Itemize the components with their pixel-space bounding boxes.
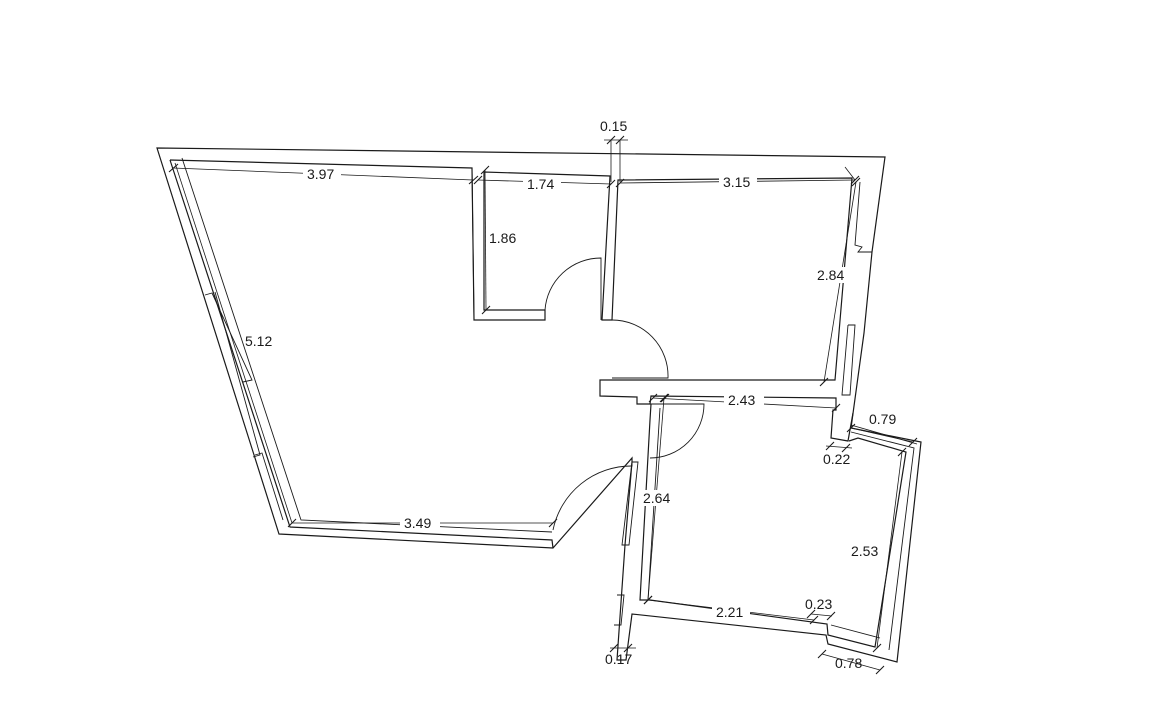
dim-label-2-64: 2.64 <box>643 490 670 506</box>
dim-label-1-74: 1.74 <box>527 176 554 192</box>
outer-wall <box>156 147 922 663</box>
dim-label-0-15: 0.15 <box>600 118 627 134</box>
dimension-labels: 3.97 1.74 0.15 3.15 1.86 2.84 5.12 2.43 … <box>245 118 896 671</box>
dim-label-0-79: 0.79 <box>869 411 896 427</box>
inner-wall-left-side <box>169 159 554 549</box>
door-lower-room <box>649 403 705 459</box>
dim-label-3-15: 3.15 <box>723 174 750 190</box>
window-left-2 <box>254 452 284 521</box>
inner-wall-left-side-face <box>181 157 553 533</box>
door-right-room <box>611 319 669 379</box>
dim-label-2-21: 2.21 <box>716 604 743 620</box>
dim-label-0-23: 0.23 <box>805 596 832 612</box>
dim-label-0-17: 0.17 <box>605 651 632 667</box>
dim-label-2-84: 2.84 <box>817 267 844 283</box>
lower-room-wall <box>639 403 907 648</box>
window-left-1 <box>204 291 261 458</box>
lower-room-inner-face <box>647 407 918 651</box>
dimension-lines <box>168 135 918 675</box>
dim-label-2-43: 2.43 <box>728 392 755 408</box>
dim-label-2-53: 2.53 <box>851 543 878 559</box>
dim-label-3-97: 3.97 <box>307 166 334 182</box>
dim-label-3-49: 3.49 <box>404 515 431 531</box>
dim-label-0-22: 0.22 <box>823 451 850 467</box>
dim-label-1-86: 1.86 <box>489 230 516 246</box>
dim-label-0-78: 0.78 <box>835 655 862 671</box>
door-wc <box>544 257 602 320</box>
door-entrance <box>552 458 633 531</box>
dim-label-5-12: 5.12 <box>245 333 272 349</box>
lower-room-bottom-window <box>830 624 881 639</box>
window-right-1 <box>854 181 872 253</box>
wc-room-wall <box>471 167 485 321</box>
window-right-2 <box>841 324 856 396</box>
lower-room-window <box>614 461 639 626</box>
